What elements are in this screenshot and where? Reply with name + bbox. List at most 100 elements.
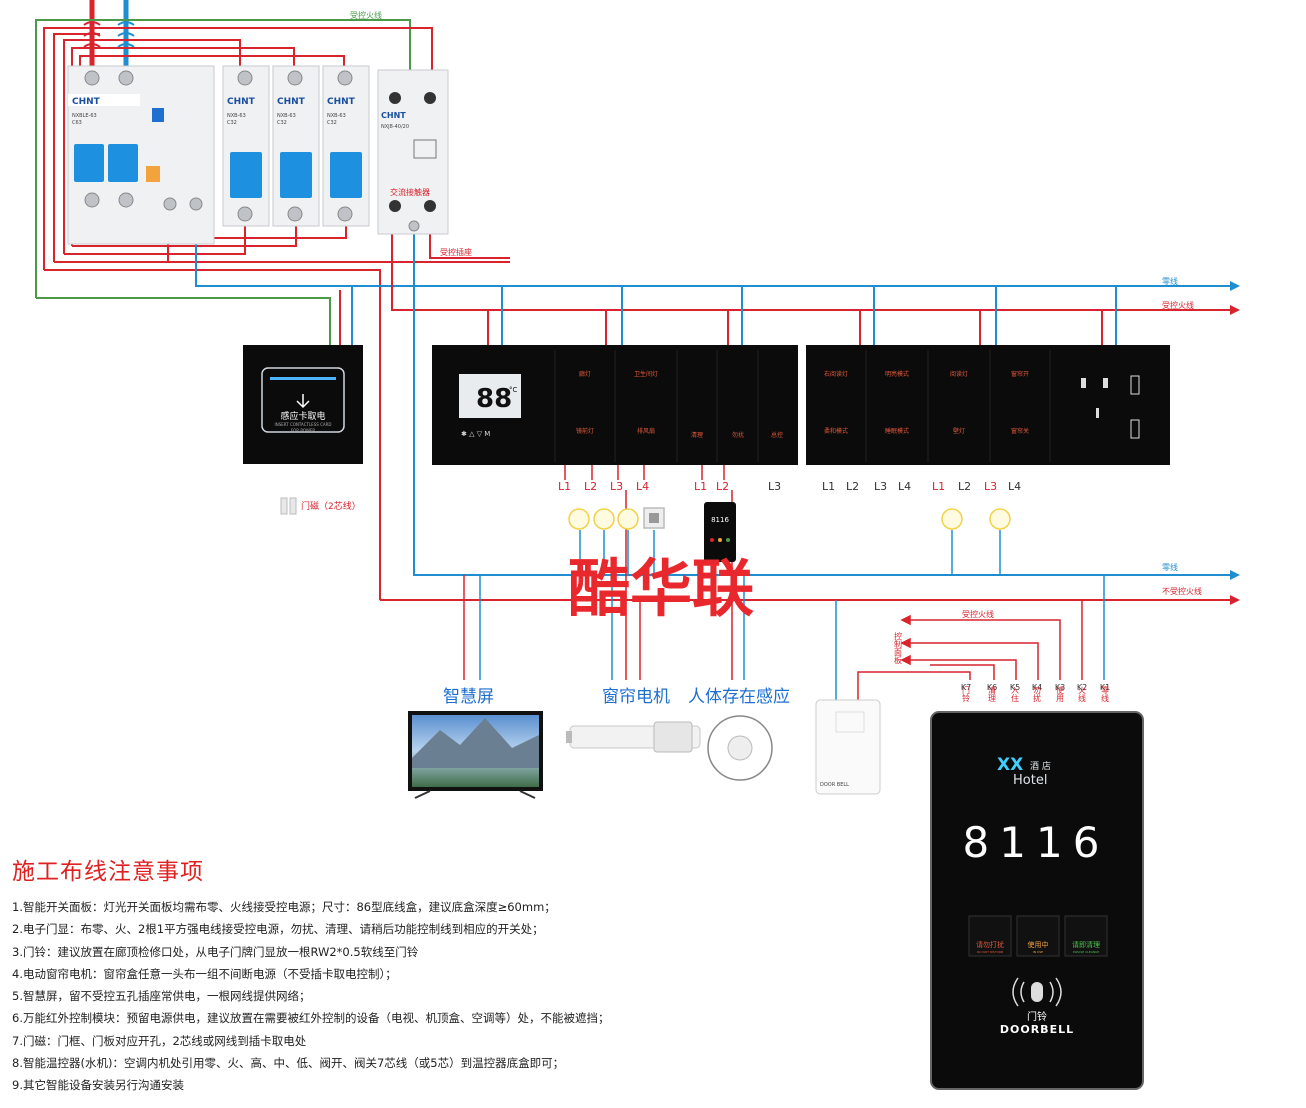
svg-text:L2: L2 [716,480,729,493]
label-controlled-socket: 受控插座 [440,247,472,257]
svg-text:88: 88 [476,384,512,414]
panel1-key2-top[interactable]: 卫生间灯 [634,370,658,378]
svg-text:K1: K1 [1100,683,1110,692]
svg-text:请即清理: 请即清理 [1072,940,1100,949]
svg-text:FOR POWER: FOR POWER [291,428,316,433]
usb-socket [1081,375,1140,439]
branch-breakers: CHNT NXB-63 C32 CHNT NXB-63 C32 CHNT NXB… [222,65,370,227]
svg-text:C32: C32 [277,120,287,126]
panel1-line-labels: L1 L2 L3 L4 L1 L2 L3 [558,480,781,493]
door-sensor: 门磁（2芯线） [280,497,361,515]
panel1-key2-bottom[interactable]: 排风扇 [637,427,655,435]
panel2-key2-bottom[interactable]: 睡眠模式 [885,427,909,435]
svg-text:CHNT: CHNT [277,97,306,107]
svg-text:°C: °C [509,386,518,394]
presence-sensor [707,715,773,781]
bus-arrows [1230,281,1240,605]
panel1-key3-bottom[interactable]: 清理 [691,431,703,439]
svg-text:NXB-63: NXB-63 [327,113,346,119]
panel2-key2-top[interactable]: 明亮模式 [885,370,909,378]
in-use-button[interactable]: 使用中 IN USE [1016,915,1060,957]
svg-text:零线: 零线 [1101,686,1110,702]
svg-text:NXB-63: NXB-63 [277,113,296,119]
note-item: 9.其它智能设备安装另行沟通安装 [12,1078,184,1093]
svg-text:使用: 使用 [1056,685,1065,703]
svg-text:门铃: 门铃 [1027,1010,1047,1023]
svg-text:酒 店: 酒 店 [1030,760,1051,772]
ac-contactor: CHNT NXJ8-40/20 交流接触器 [377,69,449,235]
svg-text:IN USE: IN USE [1033,950,1043,954]
note-item: 6.万能红外控制模块：预留电源供电，建议放置在需要被红外控制的设备（电视、机顶盒… [12,1011,610,1026]
panel1-key1-top[interactable]: 廊灯 [579,370,591,378]
panel2-key4-bottom[interactable]: 窗帘关 [1011,427,1029,435]
svg-text:L1: L1 [822,480,835,493]
card-switch: 感应卡取电 INSERT CONTACTLESS CARD FOR POWER [243,345,363,464]
cleanup-button[interactable]: 请即清理 PLEASE CLEANUP [1064,915,1108,957]
load-wires [463,465,1105,700]
k-terminals: K7 K6 K5 K4 K3 K2 K1 [961,683,1110,692]
svg-text:L3: L3 [984,480,997,493]
svg-text:CHNT: CHNT [381,111,406,120]
panel2-key1-top[interactable]: 右阅读灯 [824,370,848,378]
bell-icon[interactable] [1012,977,1062,1007]
svg-text:使用中: 使用中 [1028,940,1049,949]
svg-text:DOOR BELL: DOOR BELL [820,782,849,788]
control-panel-wires [857,614,1061,680]
presence-label: 人体存在感应 [688,687,790,707]
svg-text:DOORBELL: DOORBELL [1000,1023,1074,1036]
svg-text:K2: K2 [1077,683,1087,692]
switch-panel-2: 右阅读灯 柔和模式 明亮模式 睡眠模式 阅读灯 壁灯 窗帘开 窗帘关 [806,345,1170,465]
note-item: 1.智能开关面板：灯光开关面板均需布零、火线接受控电源；尺寸：86型底线盒，建议… [12,900,556,914]
svg-text:K7: K7 [961,683,971,692]
panel1-key4-bottom[interactable]: 勿扰 [732,431,744,439]
svg-text:L2: L2 [958,480,971,493]
svg-text:C32: C32 [227,120,237,126]
svg-text:门铃: 门铃 [962,685,971,703]
panel-1-feeds [487,286,1117,345]
svg-text:入住: 入住 [1011,686,1020,702]
svg-text:L1: L1 [694,480,707,493]
svg-text:火线: 火线 [1078,686,1087,702]
panel2-key1-bottom[interactable]: 柔和模式 [824,427,848,435]
svg-text:K6: K6 [987,683,997,692]
note-item: 4.电动窗帘电机：窗帘盒任意一头布一组不间断电源（不受插卡取电控制）； [12,966,397,981]
svg-text:PLEASE CLEANUP: PLEASE CLEANUP [1073,950,1099,954]
curtain-label: 窗帘电机 [602,687,670,707]
panel1-key5-bottom[interactable]: 总控 [771,431,783,439]
svg-text:L3: L3 [610,480,623,493]
lamps [568,507,1011,530]
svg-text:INSERT CONTACTLESS CARD: INSERT CONTACTLESS CARD [275,422,332,427]
svg-text:K5: K5 [1010,683,1020,692]
control-panel-label: 控制面板 [894,631,903,665]
doorplate: XX 酒 店 Hotel 8116 请勿打扰 DO NOT DISTURB 使用… [930,711,1144,1090]
notes-title: 施工布线注意事项 [12,859,204,885]
watermark: 酷华联 [568,552,754,625]
label-controlled-live-top: 受控火线 [350,10,382,20]
label-neutral-2: 零线 [1162,562,1178,572]
svg-text:清理: 清理 [988,685,997,702]
panel1-key1-bottom[interactable]: 镜前灯 [576,427,594,435]
svg-text:请勿打扰: 请勿打扰 [976,940,1004,949]
room-number: 8116 [963,818,1110,867]
panel2-key3-top[interactable]: 阅读灯 [950,370,968,378]
main-rcbo-breaker: CHNT NXBLE-63 C63 [67,65,215,245]
svg-text:CHNT: CHNT [72,97,101,107]
note-item: 2.电子门显：布零、火、2根1平方强电线接受控电源，勿扰、清理、请稍后功能控制线… [12,922,544,937]
svg-text:门磁（2芯线）: 门磁（2芯线） [301,500,361,512]
dnd-button[interactable]: 请勿打扰 DO NOT DISTURB [968,915,1012,957]
svg-text:8116: 8116 [711,516,729,524]
svg-text:NXB-63: NXB-63 [227,113,246,119]
svg-text:XX: XX [997,755,1023,775]
k-labels: 门铃 清理 入住 勿扰 使用 火线 零线 [962,685,1110,703]
switch-panel-1: 88 °C ✱ △ ▽ M 廊灯 镜前灯 卫生间灯 排风扇 清理 勿扰 总控 [432,345,798,465]
note-item: 5.智慧屏，留不受控五孔插座常供电，一根网线提供网络； [12,989,311,1004]
svg-text:CHNT: CHNT [327,97,356,107]
svg-text:NXBLE-63: NXBLE-63 [72,113,97,119]
note-item: 7.门磁：门框、门板对应开孔，2芯线或网线到插卡取电处 [12,1033,307,1048]
thermostat: 88 °C ✱ △ ▽ M [459,374,521,438]
notes-list: 1.智能开关面板：灯光开关面板均需布零、火线接受控电源；尺寸：86型底线盒，建议… [12,896,912,1097]
panel2-key4-top[interactable]: 窗帘开 [1011,370,1029,378]
top-feed-wires [35,0,1230,601]
panel2-key3-bottom[interactable]: 壁灯 [953,427,965,435]
